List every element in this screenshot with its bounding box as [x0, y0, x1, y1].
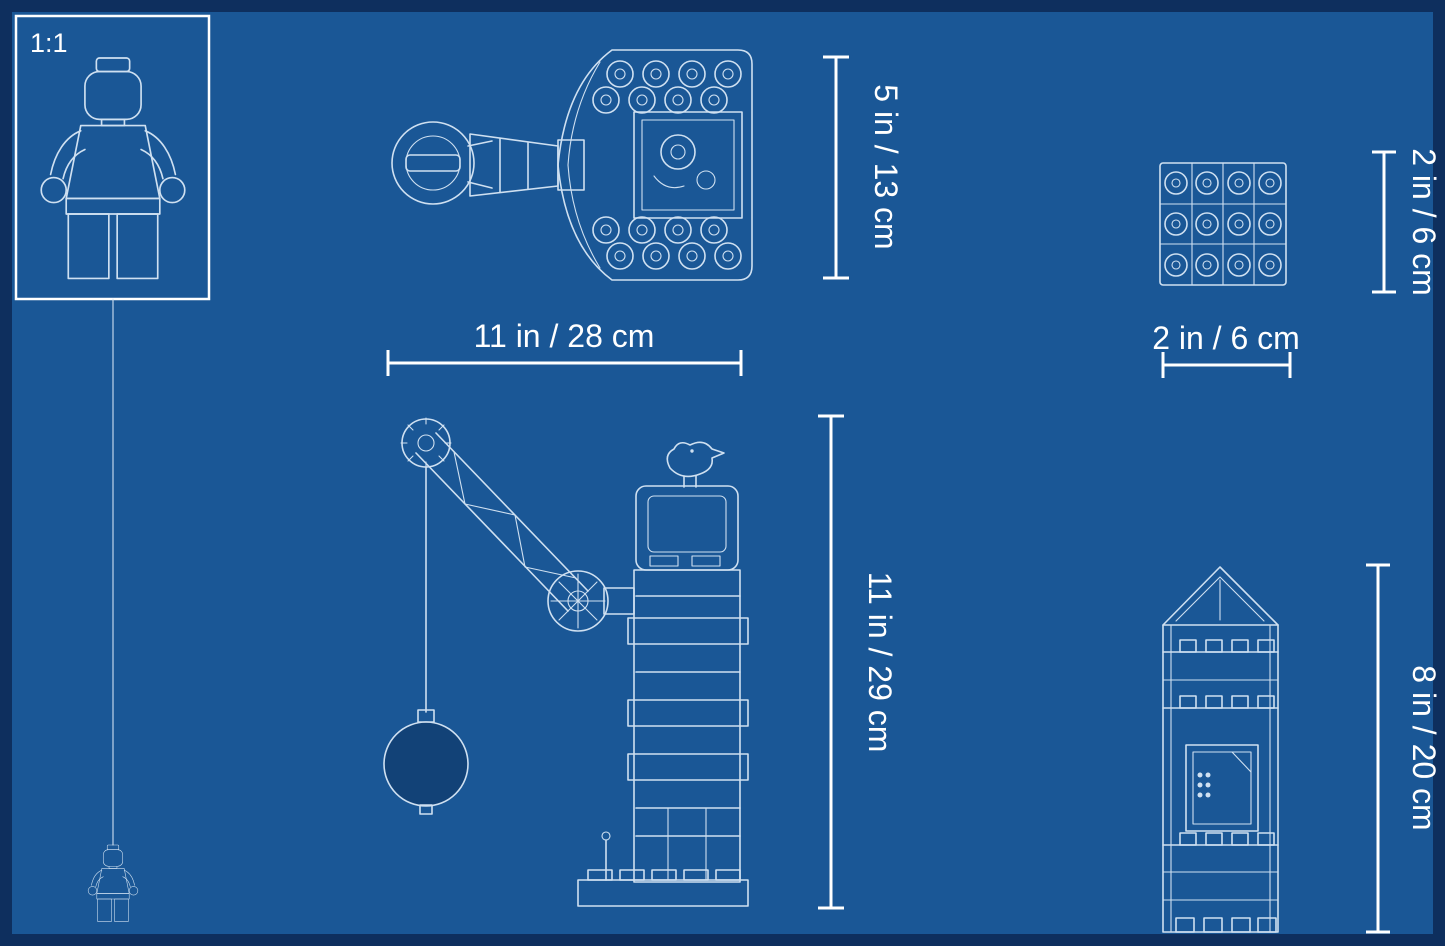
background	[12, 12, 1433, 934]
tower-door	[1185, 744, 1259, 832]
dim-crane-side-view-width-label: 11 in / 28 cm	[474, 318, 655, 354]
tower-roof	[1162, 566, 1279, 626]
plate-top-view-drawing	[1159, 162, 1287, 286]
dim-plate-top-view-height: 2 in / 6 cm	[1372, 148, 1442, 296]
dim-plate-top-view-width: 2 in / 6 cm	[1152, 320, 1300, 378]
dim-crane-side-view-width: 11 in / 28 cm	[386, 318, 743, 376]
winch-gear	[547, 570, 609, 632]
dim-plate-top-view-height-label: 2 in / 6 cm	[1406, 148, 1442, 296]
dim-tower-side-view-height: 8 in / 20 cm	[1366, 563, 1442, 934]
dim-plate-top-view-width-label: 2 in / 6 cm	[1152, 320, 1300, 356]
crane-boom	[435, 432, 589, 592]
dim-crane-top-view-height-label: 5 in / 13 cm	[868, 84, 904, 249]
dim-tower-side-view-height-label: 8 in / 20 cm	[1406, 665, 1442, 830]
crane-top-view-drawing	[391, 49, 753, 281]
dimension-annotations: 5 in / 13 cm 11 in / 28 cm 11 in / 29 cm…	[386, 55, 1442, 934]
bird-drawing	[666, 441, 725, 478]
dim-crane-top-view-height: 5 in / 13 cm	[823, 55, 904, 280]
dim-crane-side-view-height: 11 in / 29 cm	[818, 414, 898, 910]
crane-side-view-drawing	[383, 417, 749, 907]
scale-reference: 1:1	[14, 14, 211, 922]
dim-crane-side-view-height-label: 11 in / 29 cm	[862, 572, 898, 753]
scale-label: 1:1	[30, 28, 68, 58]
wrecking-ball	[383, 721, 469, 807]
tower-side-view-drawing	[1162, 566, 1279, 933]
